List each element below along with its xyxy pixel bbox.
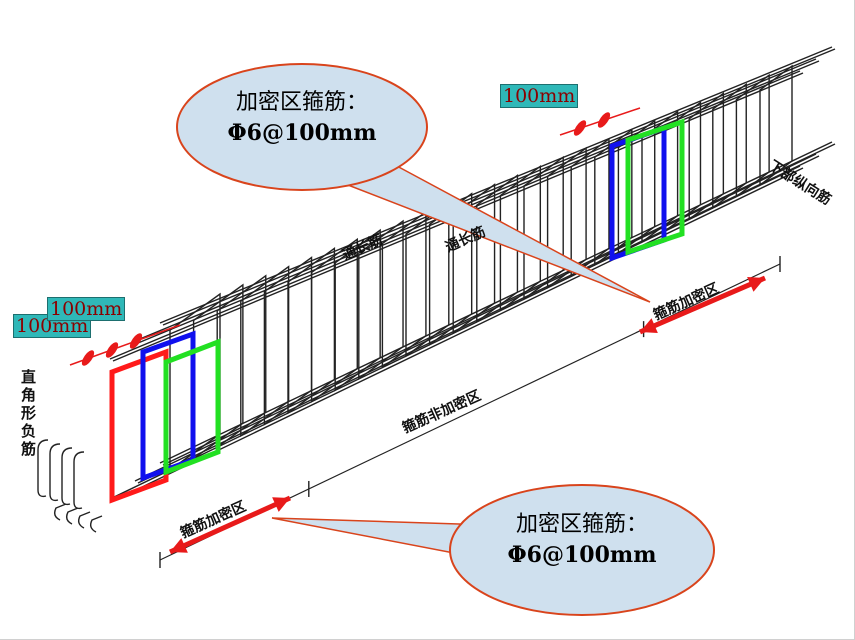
arrow-shaft (168, 495, 292, 555)
callout-top-spec: Φ6@100mm (227, 120, 377, 146)
longitudinal-bar (159, 141, 833, 464)
longitudinal-bar (134, 153, 817, 482)
longitudinal-bar (159, 46, 833, 324)
dimension-markers (69, 107, 641, 366)
callout-bottom: 加密区箍筋： Φ6@100mm (466, 510, 698, 570)
arrow-shaft (639, 275, 766, 335)
rebar-cage (37, 46, 836, 568)
bar-hook (89, 515, 103, 533)
bar-hook (65, 507, 79, 525)
dim-tick (129, 333, 143, 349)
longitudinal-bar (162, 48, 836, 326)
callout-top-bubble (176, 63, 428, 191)
arrow-head (640, 318, 658, 333)
callout-shapes (176, 63, 715, 616)
dim-tick (597, 112, 611, 128)
dim-tag-left-upper: 100mm (47, 297, 126, 321)
dim-tick (105, 342, 119, 358)
bar-hook (37, 439, 49, 498)
longitudinal-bar (134, 58, 817, 342)
bar-hook (53, 503, 67, 521)
arrow-head (272, 497, 290, 512)
callout-bottom-title: 加密区箍筋： (515, 512, 648, 537)
bar-hook (61, 447, 73, 506)
longitudinal-bar (137, 60, 820, 344)
longitudinal-bar (137, 155, 820, 484)
longitudinal-bar (109, 165, 801, 500)
arrow-right-dense-zone (639, 275, 766, 335)
stirrup-red (109, 348, 169, 504)
arrow-head (747, 277, 765, 292)
dim-tag-top-right: 100mm (500, 84, 579, 108)
dense-zone-arrows (168, 275, 766, 555)
longitudinal-bar (162, 143, 836, 466)
label-left-vertical: 直角形负筋 (21, 368, 37, 458)
highlighted-stirrups (109, 118, 685, 504)
bar-hook (73, 451, 85, 510)
label-tong-chang-1: 通长筋 (340, 231, 385, 264)
bar-hook (49, 443, 61, 502)
longitudinal-bar (112, 167, 804, 502)
dim-tick (81, 350, 95, 366)
bar-hook (77, 511, 91, 529)
callout-bottom-spec: Φ6@100mm (507, 542, 657, 568)
callout-bottom-bubble (449, 484, 715, 616)
arrow-left-dense-zone (168, 495, 292, 555)
stirrup-green-left (163, 338, 221, 476)
arrow-head (170, 538, 188, 553)
stirrup-green-right (625, 118, 685, 256)
callout-top: 加密区箍筋： Φ6@100mm (186, 88, 418, 148)
dim-tick (573, 120, 587, 136)
callout-top-title: 加密区箍筋： (235, 90, 368, 115)
